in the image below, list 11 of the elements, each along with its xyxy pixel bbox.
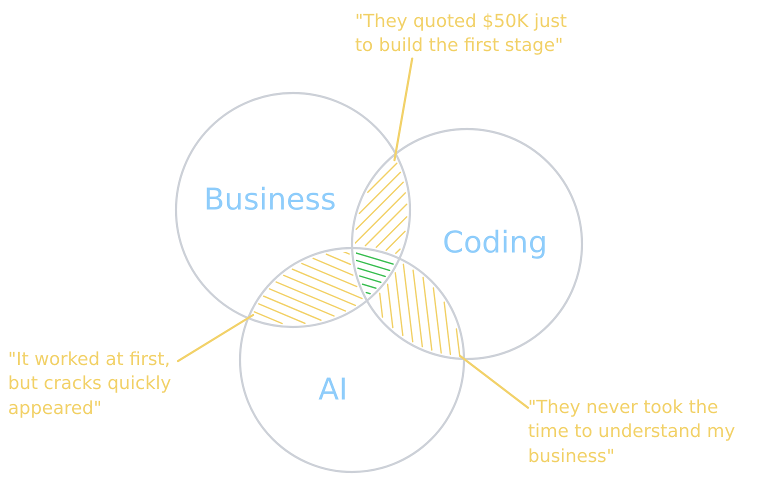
set-label: Coding (442, 226, 548, 260)
quote-text: "They never took the time to understand my business" (528, 396, 743, 469)
hatched-region (356, 252, 396, 296)
hatched-region (355, 160, 408, 255)
venn-circle (350, 127, 584, 361)
set-label: Business (204, 184, 336, 216)
quote-text: "They quoted $50K just to build the first stage" (355, 10, 575, 59)
venn-circle (174, 91, 412, 329)
quote-text: "It worked at first, but cracks quickly appeared" (8, 348, 178, 421)
hatched-region (253, 252, 363, 325)
set-label: AI (318, 374, 348, 406)
